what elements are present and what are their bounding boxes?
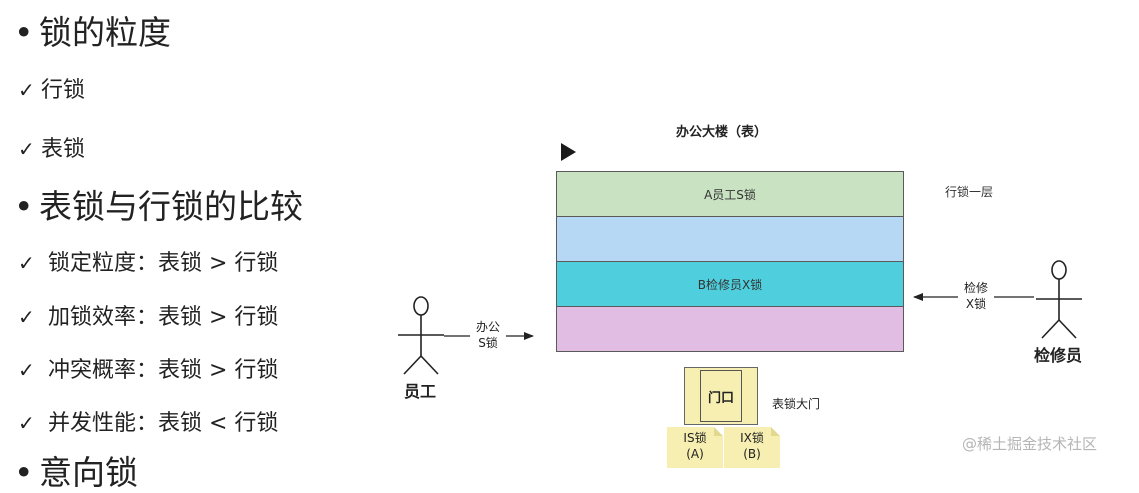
floor-note: 行锁一层 [945, 185, 994, 199]
sticky-note-is-lock: IS锁 (A) [667, 427, 723, 468]
comparison-item: ✓加锁效率：表锁 > 行锁 [18, 302, 278, 333]
bullet-dot: • [14, 187, 34, 226]
inspector-label: 检修员 [1034, 346, 1083, 365]
floor: A员工S锁 [557, 172, 903, 217]
item-table-lock: ✓表锁 [18, 134, 85, 165]
check-icon: ✓ [18, 305, 35, 329]
office-building: A员工S锁 B检修员X锁 [556, 171, 904, 352]
section-title-comparison: •表锁与行锁的比较 [14, 187, 303, 226]
play-icon[interactable] [561, 143, 576, 161]
employee-arrow-label: 办公 S锁 [470, 319, 506, 351]
employee-label: 员工 [404, 382, 437, 401]
slide: •锁的粒度 ✓行锁 ✓表锁 •表锁与行锁的比较 ✓锁定粒度：表锁 > 行锁 ✓加… [14, 13, 1098, 492]
watermark: @稀土掘金技术社区 [962, 435, 1098, 453]
inspector-figure [1036, 260, 1082, 339]
check-icon: ✓ [18, 411, 35, 435]
check-icon: ✓ [18, 358, 35, 382]
sticky-note-ix-lock: IX锁 (B) [724, 427, 780, 468]
diagram-title: 办公大楼（表） [676, 125, 768, 140]
door-inner: 门口 [700, 370, 742, 422]
check-icon: ✓ [18, 78, 35, 102]
check-icon: ✓ [18, 251, 35, 275]
section-title-lock-granularity: •锁的粒度 [14, 13, 171, 52]
comparison-item: ✓冲突概率：表锁 > 行锁 [18, 355, 278, 386]
bullet-dot: • [14, 13, 34, 52]
employee-figure [398, 296, 444, 375]
floor [557, 217, 903, 262]
door-caption: 表锁大门 [772, 397, 821, 411]
comparison-item: ✓锁定粒度：表锁 > 行锁 [18, 248, 278, 279]
comparison-item: ✓并发性能：表锁 < 行锁 [18, 408, 278, 439]
inspector-arrow-label: 检修 X锁 [958, 280, 994, 312]
check-icon: ✓ [18, 137, 35, 161]
floor [557, 307, 903, 351]
floor: B检修员X锁 [557, 262, 903, 307]
diagram-overlay [398, 260, 1082, 375]
item-row-lock: ✓行锁 [18, 75, 85, 106]
door: 门口 [684, 367, 758, 425]
